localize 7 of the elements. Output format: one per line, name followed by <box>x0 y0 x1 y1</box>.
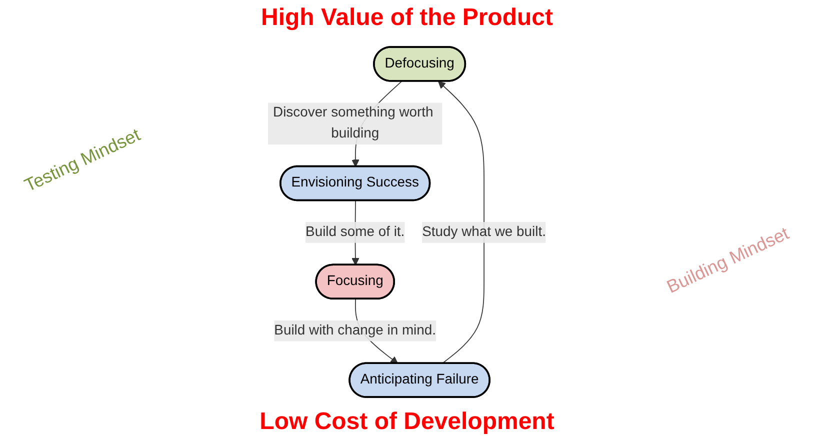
title: High Value of the Product <box>260 4 554 32</box>
edge-label: Discover something worth building <box>273 105 434 142</box>
edge-label: Build some of it. <box>306 224 405 240</box>
arrow <box>438 81 484 364</box>
edge-label: Build with change in mind. <box>274 323 436 338</box>
edge-label: Study what we built. <box>422 224 546 240</box>
caption: Low Cost of Development <box>258 408 556 436</box>
